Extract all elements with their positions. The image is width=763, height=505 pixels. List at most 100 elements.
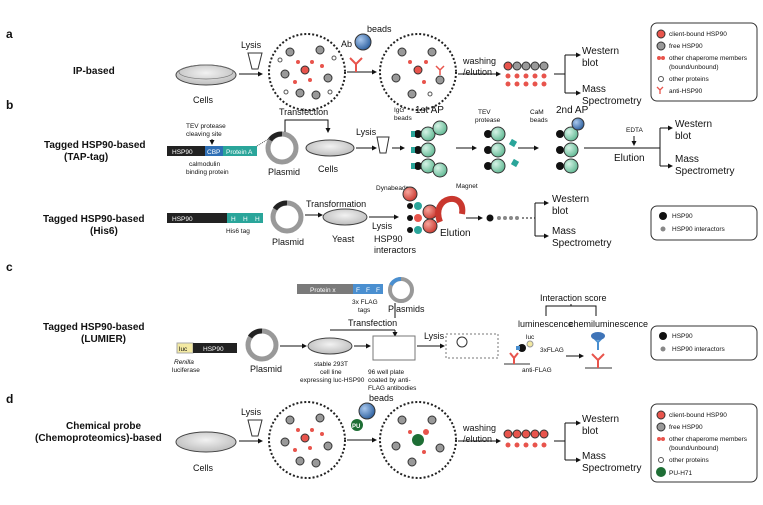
output-fork-d xyxy=(554,420,581,463)
his-hsp90-label: HSP90 xyxy=(172,216,193,223)
his-eluate xyxy=(486,214,519,222)
yeast-label: Yeast xyxy=(332,234,355,244)
spectrometry-label-a: Spectrometry xyxy=(582,96,641,107)
plasmid-icon xyxy=(256,131,299,165)
legend-b: HSP90 HSP90 interactors xyxy=(650,205,758,241)
d-washing-label: washing xyxy=(462,423,496,433)
his-construct-h1 xyxy=(227,213,239,223)
ap1-label: 1st AP xyxy=(415,105,444,116)
d-eluate-dots xyxy=(503,429,549,448)
lysis-plate-icon xyxy=(445,333,499,359)
his-interactors-line2: interactors xyxy=(374,245,417,255)
construct-cbp-label: CBP xyxy=(207,149,220,156)
d-lysis-label: Lysis xyxy=(241,407,262,417)
his-h1-label: H xyxy=(231,216,236,223)
output-fork-tap xyxy=(659,125,673,169)
antiflag-label: anti-FLAG xyxy=(522,367,552,374)
c-plasmid-label: Plasmid xyxy=(250,364,282,374)
washing-label: washing xyxy=(462,56,496,66)
tev-protease-line1: TEV xyxy=(478,109,491,116)
cell-line-line3: expressing luc-HSP90 xyxy=(300,377,365,384)
d-bead-icon xyxy=(358,402,376,420)
western-label-a: Western xyxy=(582,46,619,57)
his-construct-hsp90 xyxy=(167,213,227,223)
tube-icon xyxy=(247,52,263,70)
c-hsp90-box-label: HSP90 xyxy=(203,346,224,353)
beads-label: beads xyxy=(367,24,392,34)
c-luc-label: luc xyxy=(526,334,535,341)
legend-b-hsp90: HSP90 xyxy=(672,213,693,220)
lumier-method-line2: (LUMIER) xyxy=(81,334,126,345)
panel-c-letter: c xyxy=(6,260,13,274)
d-beads-label: beads xyxy=(369,393,394,403)
his-h3-label: H xyxy=(255,216,260,223)
ap1-complexes xyxy=(411,120,448,178)
tap-method-line1: Tagged HSP90-based xyxy=(44,140,146,151)
c-cells-dish-icon xyxy=(307,337,353,355)
legend-c: HSP90 HSP90 interactors xyxy=(650,325,758,361)
legend-d: client-bound HSP90 free HSP90 other chap… xyxy=(650,403,758,483)
threexflag-label: 3xFLAG xyxy=(540,347,564,354)
tap-lysis-label: Lysis xyxy=(356,127,377,137)
magnet-label: Magnet xyxy=(456,183,478,190)
renilla-luciferase-label: luciferase xyxy=(172,367,200,374)
his-construct-h3 xyxy=(251,213,263,223)
legend-a-bound-unbound: (bound/unbound) xyxy=(669,64,719,71)
d-cells-label: Cells xyxy=(193,463,214,473)
cells-label: Cells xyxy=(193,95,214,105)
cam-line1: CaM xyxy=(530,109,544,116)
his-method-line2: (His6) xyxy=(90,226,118,237)
pu-icon xyxy=(351,419,363,431)
flag-box-1 xyxy=(353,284,363,294)
his-lysis-label: Lysis xyxy=(372,221,393,231)
igg-line2: beads xyxy=(394,115,412,122)
panel-a-method: IP-based xyxy=(73,66,115,77)
well-zoom-icon xyxy=(456,336,468,348)
elisa-well-complex xyxy=(504,340,534,365)
panel-b: b Tagged HSP90-based (TAP-tag) TEV prote… xyxy=(6,98,758,255)
panel-b-letter: b xyxy=(6,98,13,112)
his-complexes xyxy=(407,202,438,234)
pu-label: PU xyxy=(352,424,360,430)
tap-method-line2: (TAP-tag) xyxy=(64,152,108,163)
antibody-icon xyxy=(349,57,363,72)
panel-a-letter: a xyxy=(6,27,13,41)
tev-protease-line2: protease xyxy=(475,117,501,124)
protein-x-box xyxy=(297,284,353,294)
flag-tags-line1: 3x FLAG xyxy=(352,299,378,306)
ab-label: Ab xyxy=(341,39,352,49)
legend-d-bound-unbound: (bound/unbound) xyxy=(669,445,719,452)
cell-dish-icon xyxy=(175,64,237,86)
panel-d-letter: d xyxy=(6,392,13,406)
c-hsp90-box xyxy=(193,343,237,353)
tev-site-line1: TEV protease xyxy=(186,123,226,130)
his-tag-label: His6 tag xyxy=(226,228,250,235)
d-cells-dish-icon xyxy=(175,431,237,453)
blot-label-his: blot xyxy=(552,206,568,217)
luminescence-label: luminescence xyxy=(518,319,573,329)
c-transfection-label: Transfection xyxy=(348,318,397,328)
legend-d-chaperome: other chaperome members xyxy=(669,436,748,443)
mass-label-his: Mass xyxy=(552,226,576,237)
igg-line1: IgG xyxy=(394,107,404,114)
legend-b-interactors: HSP90 interactors xyxy=(672,226,725,233)
flag-box-2 xyxy=(363,284,373,294)
cell-line-line2: cell line xyxy=(320,369,342,376)
legend-d-client-bound: client-bound HSP90 xyxy=(669,412,727,419)
plasmid-label-his: Plasmid xyxy=(272,237,304,247)
magnet-icon xyxy=(435,195,466,224)
blot-label-tap: blot xyxy=(675,131,691,142)
ap2-complexes xyxy=(556,117,585,174)
plate-line3: FLAG antibodies xyxy=(368,385,417,392)
mass-label-d: Mass xyxy=(582,451,606,462)
renilla-label: Renilla xyxy=(174,359,194,366)
lysis-label: Lysis xyxy=(241,40,262,50)
plasmids-label: Plasmids xyxy=(388,304,425,314)
spectrometry-label-tap: Spectrometry xyxy=(675,166,734,177)
c-plasmid-top-icon xyxy=(388,277,414,303)
legend-c-interactors: HSP90 interactors xyxy=(672,346,725,353)
construct-hsp90-label: HSP90 xyxy=(172,149,193,156)
calmodulin-line1: calmodulin xyxy=(189,161,220,168)
ap2-label: 2nd AP xyxy=(556,105,589,116)
lysate-circle xyxy=(268,33,346,111)
